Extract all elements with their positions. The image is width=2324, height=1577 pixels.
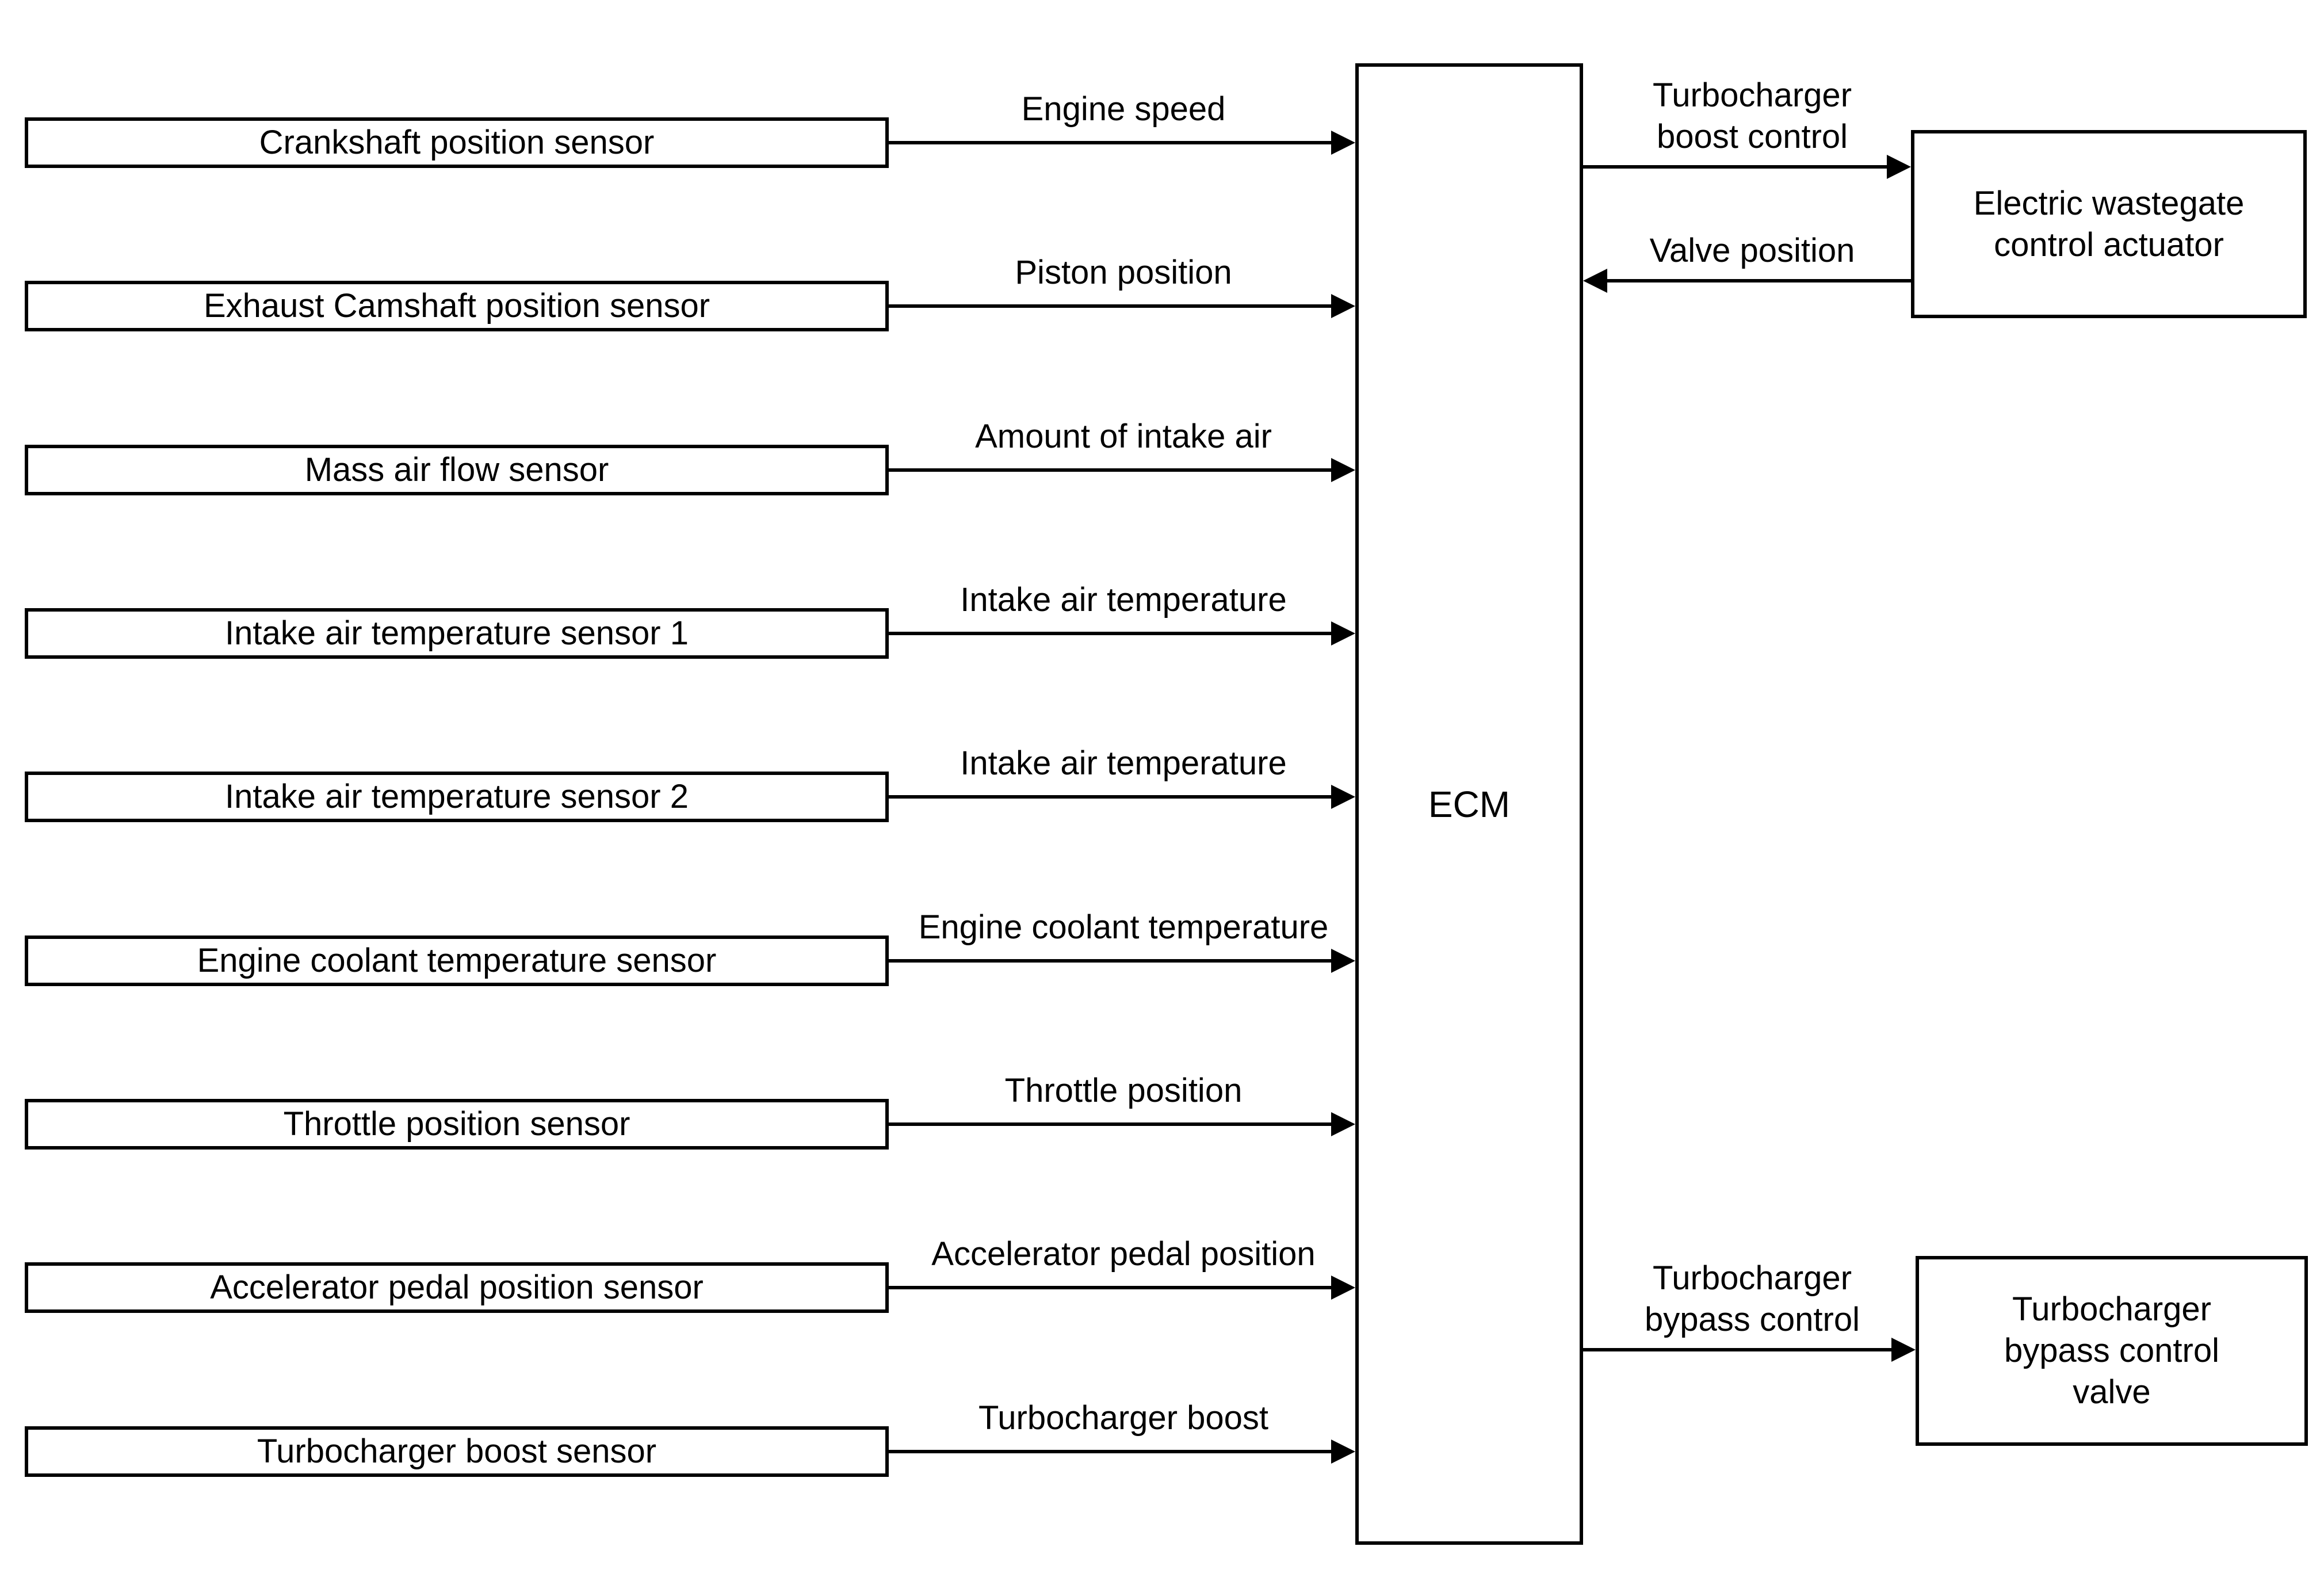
input-arrow-line	[889, 795, 1333, 799]
arrow-right-icon	[1331, 1439, 1355, 1464]
sensor-row: Turbocharger boost sensor Turbocharger b…	[0, 1400, 1358, 1477]
input-arrow-line	[889, 1122, 1333, 1126]
sensor-box-engine-coolant-temp: Engine coolant temperature sensor	[25, 935, 889, 986]
arrow-right-icon	[1331, 131, 1355, 155]
arrow-right-icon	[1331, 294, 1355, 318]
signal-label: Intake air temperature	[960, 581, 1287, 618]
sensor-row: Exhaust Camshaft position sensor Piston …	[0, 254, 1358, 331]
feedback-arrow-line	[1607, 279, 1911, 282]
sensor-row: Engine coolant temperature sensor Engine…	[0, 909, 1358, 986]
arrow-right-icon	[1331, 621, 1355, 646]
turbocharger-bypass-valve-box: Turbocharger bypass control valve	[1916, 1256, 2308, 1446]
sensor-box-intake-air-temp-2: Intake air temperature sensor 2	[25, 772, 889, 822]
sensor-row: Intake air temperature sensor 2 Intake a…	[0, 745, 1358, 822]
valve-position-label: Valve position	[1649, 232, 1855, 269]
input-arrow-line	[889, 1286, 1333, 1289]
sensor-row: Throttle position sensor Throttle positi…	[0, 1072, 1358, 1150]
bypass-control-label: Turbocharger bypass control	[1645, 1259, 1860, 1338]
signal-label: Throttle position	[1004, 1072, 1243, 1109]
signal-label: Intake air temperature	[960, 744, 1287, 782]
arrow-right-icon	[1331, 1112, 1355, 1136]
sensor-row: Accelerator pedal position sensor Accele…	[0, 1236, 1358, 1313]
arrow-right-icon	[1331, 949, 1355, 973]
sensor-box-throttle-position: Throttle position sensor	[25, 1099, 889, 1150]
arrow-right-icon	[1331, 458, 1355, 482]
signal-label: Accelerator pedal position	[931, 1235, 1316, 1273]
arrow-right-icon	[1887, 155, 1911, 179]
signal-label: Engine speed	[1021, 90, 1226, 128]
input-arrow-line	[889, 1450, 1333, 1453]
output-arrow-line	[1583, 165, 1887, 169]
input-arrow-line	[889, 141, 1333, 144]
ecm-box: ECM	[1355, 63, 1583, 1545]
signal-label: Amount of intake air	[975, 418, 1272, 455]
ecm-label: ECM	[1428, 783, 1511, 825]
signal-label: Piston position	[1015, 254, 1232, 291]
sensor-box-mass-air-flow: Mass air flow sensor	[25, 445, 889, 495]
sensor-row: Mass air flow sensor Amount of intake ai…	[0, 418, 1358, 495]
output-arrow-line	[1583, 1348, 1891, 1351]
arrow-left-icon	[1583, 269, 1607, 293]
sensor-box-crankshaft-position: Crankshaft position sensor	[25, 117, 889, 168]
signal-label: Engine coolant temperature	[918, 908, 1329, 946]
arrow-right-icon	[1331, 785, 1355, 809]
input-arrow-line	[889, 632, 1333, 635]
input-arrow-line	[889, 468, 1333, 472]
arrow-right-icon	[1891, 1338, 1916, 1362]
electric-wastegate-actuator-box: Electric wastegate control actuator	[1911, 130, 2307, 318]
input-arrow-line	[889, 959, 1333, 963]
sensor-box-turbocharger-boost: Turbocharger boost sensor	[25, 1426, 889, 1477]
signal-label: Turbocharger boost	[978, 1399, 1269, 1437]
boost-control-label: Turbocharger boost control	[1652, 77, 1852, 155]
sensor-row: Crankshaft position sensor Engine speed	[0, 91, 1358, 168]
sensor-box-accelerator-pedal-position: Accelerator pedal position sensor	[25, 1262, 889, 1313]
input-arrow-line	[889, 304, 1333, 308]
sensor-box-intake-air-temp-1: Intake air temperature sensor 1	[25, 608, 889, 659]
sensor-row: Intake air temperature sensor 1 Intake a…	[0, 582, 1358, 659]
arrow-right-icon	[1331, 1276, 1355, 1300]
sensor-box-exhaust-camshaft-position: Exhaust Camshaft position sensor	[25, 281, 889, 331]
